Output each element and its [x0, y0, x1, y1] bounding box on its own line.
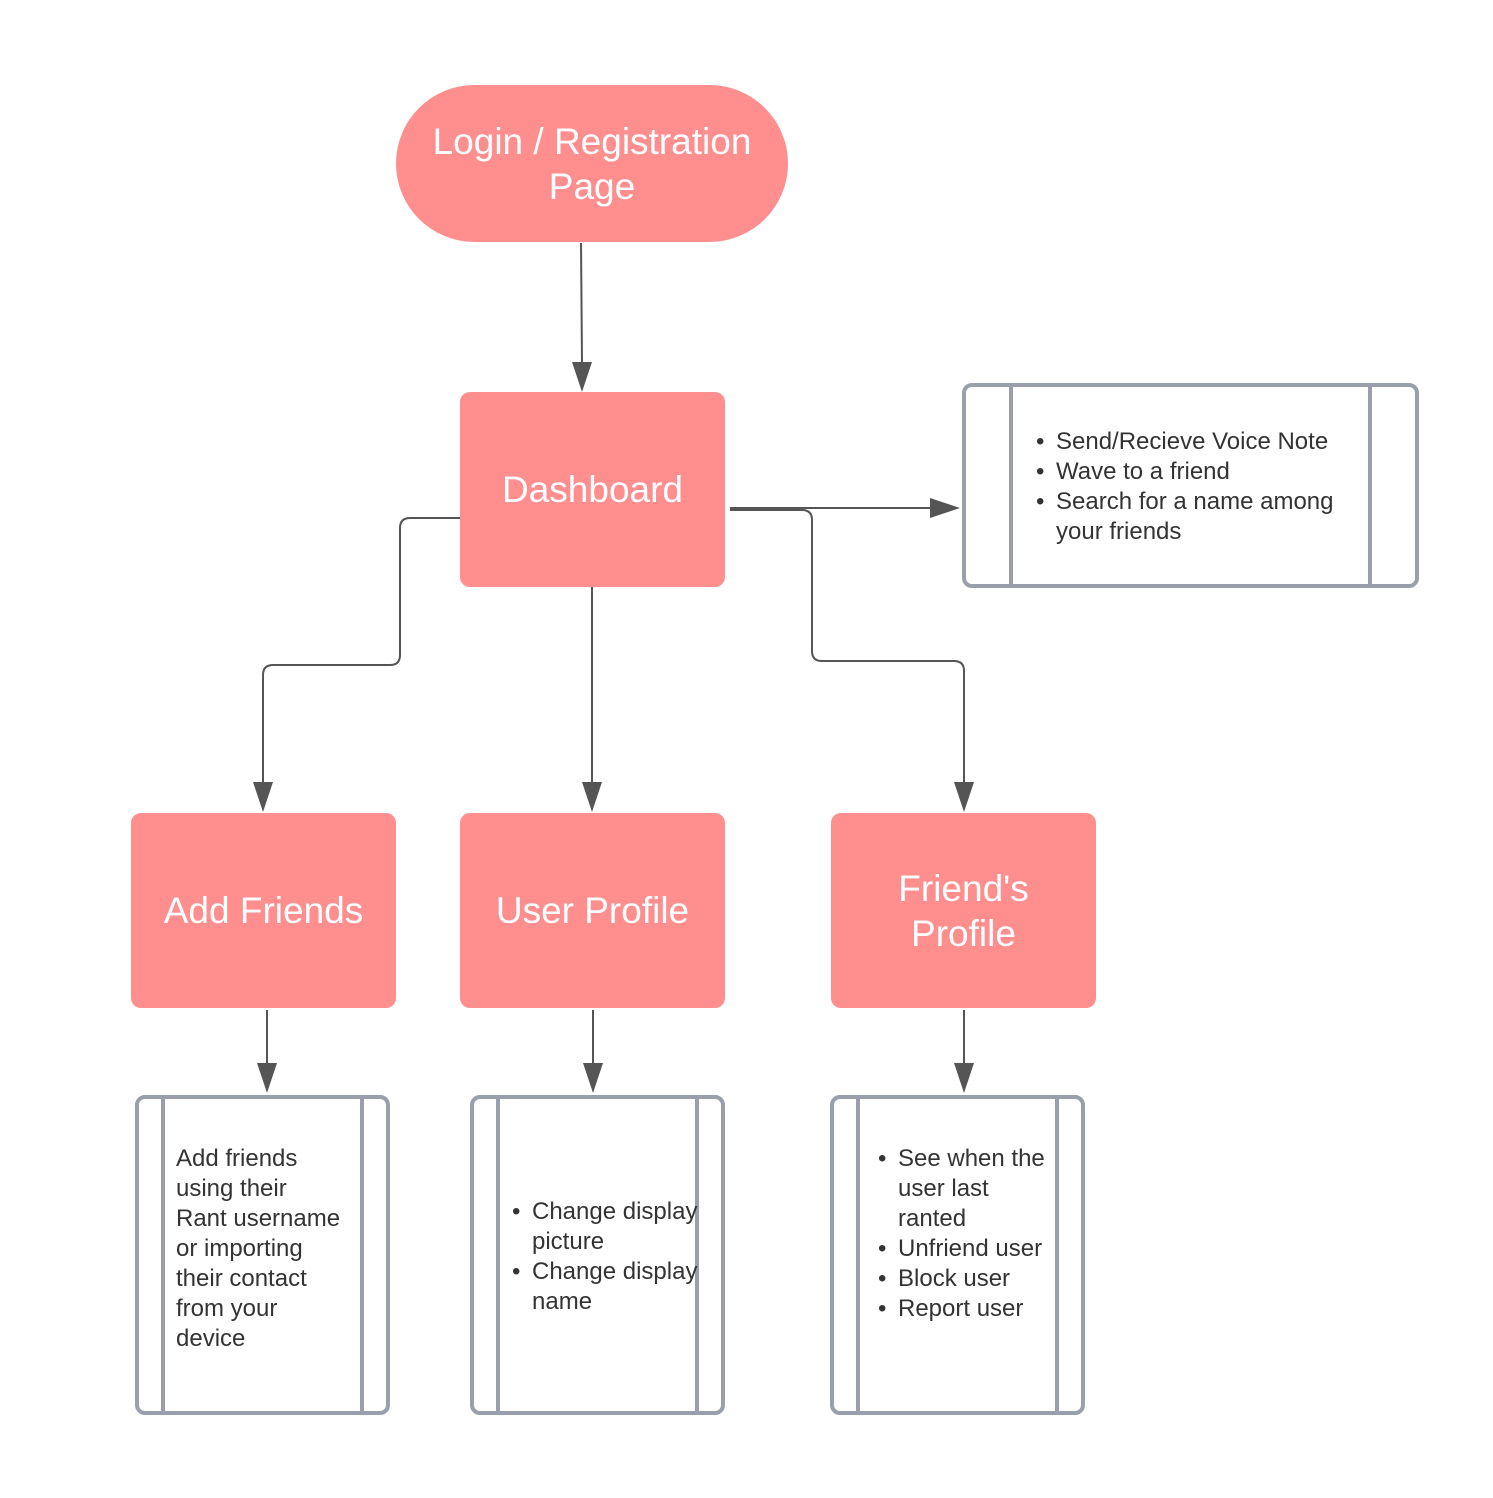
edge-dashboard-add-friends	[262, 517, 460, 782]
node-user-profile: User Profile	[460, 813, 725, 1008]
list-item: Change display name	[512, 1257, 707, 1317]
edge-login-dashboard	[580, 242, 583, 363]
node-friends-profile-label: Friend's Profile	[898, 867, 1029, 954]
list-item: Change display picture	[512, 1197, 707, 1257]
edge-dashboard-friends-profile	[730, 509, 965, 782]
details-dashboard-text: Send/Recieve Voice Note Wave to a friend…	[1036, 427, 1376, 547]
list-item: Wave to a friend	[1036, 457, 1376, 487]
details-friends-profile-text: See when the user last ranted Unfriend u…	[878, 1144, 1058, 1324]
node-friends-profile: Friend's Profile	[831, 813, 1096, 1008]
details-user-profile-text: Change display picture Change display na…	[512, 1197, 707, 1317]
details-bar-left	[1009, 387, 1013, 584]
arrowhead-friends-profile	[954, 782, 974, 812]
details-bar-right	[360, 1099, 364, 1411]
details-bar-left	[856, 1099, 860, 1411]
list-item: See when the user last ranted	[878, 1144, 1058, 1234]
details-add-friends-text: Add friends using their Rant username or…	[176, 1145, 341, 1352]
details-friends-profile: See when the user last ranted Unfriend u…	[830, 1095, 1085, 1415]
arrowhead-user-profile	[582, 782, 602, 812]
list-item: Search for a name among your friends	[1036, 487, 1376, 547]
arrowhead-add-friends	[253, 782, 273, 812]
arrowhead-dashboard	[572, 362, 592, 392]
arrowhead-user-profile-details	[583, 1063, 603, 1093]
list-item: Block user	[878, 1264, 1058, 1294]
details-dashboard: Send/Recieve Voice Note Wave to a friend…	[962, 383, 1419, 588]
details-bar-left	[161, 1099, 165, 1411]
details-add-friends: Add friends using their Rant username or…	[135, 1095, 390, 1415]
node-login-registration: Login / Registration Page	[396, 85, 788, 242]
node-add-friends-label: Add Friends	[163, 890, 364, 931]
list-item: Send/Recieve Voice Note	[1036, 427, 1376, 457]
details-user-profile: Change display picture Change display na…	[470, 1095, 725, 1415]
node-login-label: Login / Registration Page	[432, 120, 752, 207]
list-item: Report user	[878, 1294, 1058, 1324]
arrowhead-friends-profile-details	[954, 1063, 974, 1093]
list-item: Unfriend user	[878, 1234, 1058, 1264]
node-dashboard-label: Dashboard	[501, 469, 683, 510]
arrowhead-details	[930, 498, 960, 518]
details-bar-left	[496, 1099, 500, 1411]
node-dashboard: Dashboard	[460, 392, 725, 587]
node-user-profile-label: User Profile	[495, 890, 690, 931]
node-add-friends: Add Friends	[131, 813, 396, 1008]
arrowhead-add-friends-details	[257, 1063, 277, 1093]
